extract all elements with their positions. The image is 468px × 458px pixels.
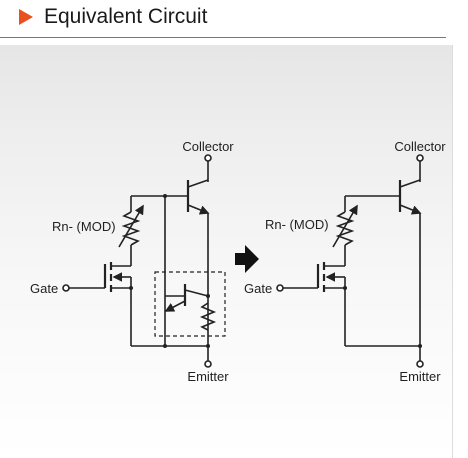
diagram-panel [0,45,453,458]
right-gate-label: Gate [244,281,272,296]
right-emitter-terminal [416,360,424,368]
left-emitter-label: Emitter [187,369,229,384]
section-header: Equivalent Circuit [0,0,468,38]
right-collector-terminal [416,154,424,162]
left-circuit [62,154,226,368]
left-collector-terminal [204,154,212,162]
right-gate-terminal [276,284,284,292]
parasitic-transistor-box [154,271,226,337]
left-resistor-label: Rn- (MOD) [52,219,116,234]
left-gate-terminal [62,284,70,292]
section-title: Equivalent Circuit [44,5,208,28]
left-collector-label: Collector [182,139,234,154]
right-collector-label: Collector [394,139,446,154]
right-resistor-label: Rn- (MOD) [265,217,329,232]
right-emitter-label: Emitter [399,369,441,384]
header-divider [0,37,446,38]
left-emitter-terminal [204,360,212,368]
right-arrow-icon [235,245,259,273]
right-circuit [276,154,424,368]
left-gate-label: Gate [30,281,58,296]
triangle-right-icon [19,9,33,25]
